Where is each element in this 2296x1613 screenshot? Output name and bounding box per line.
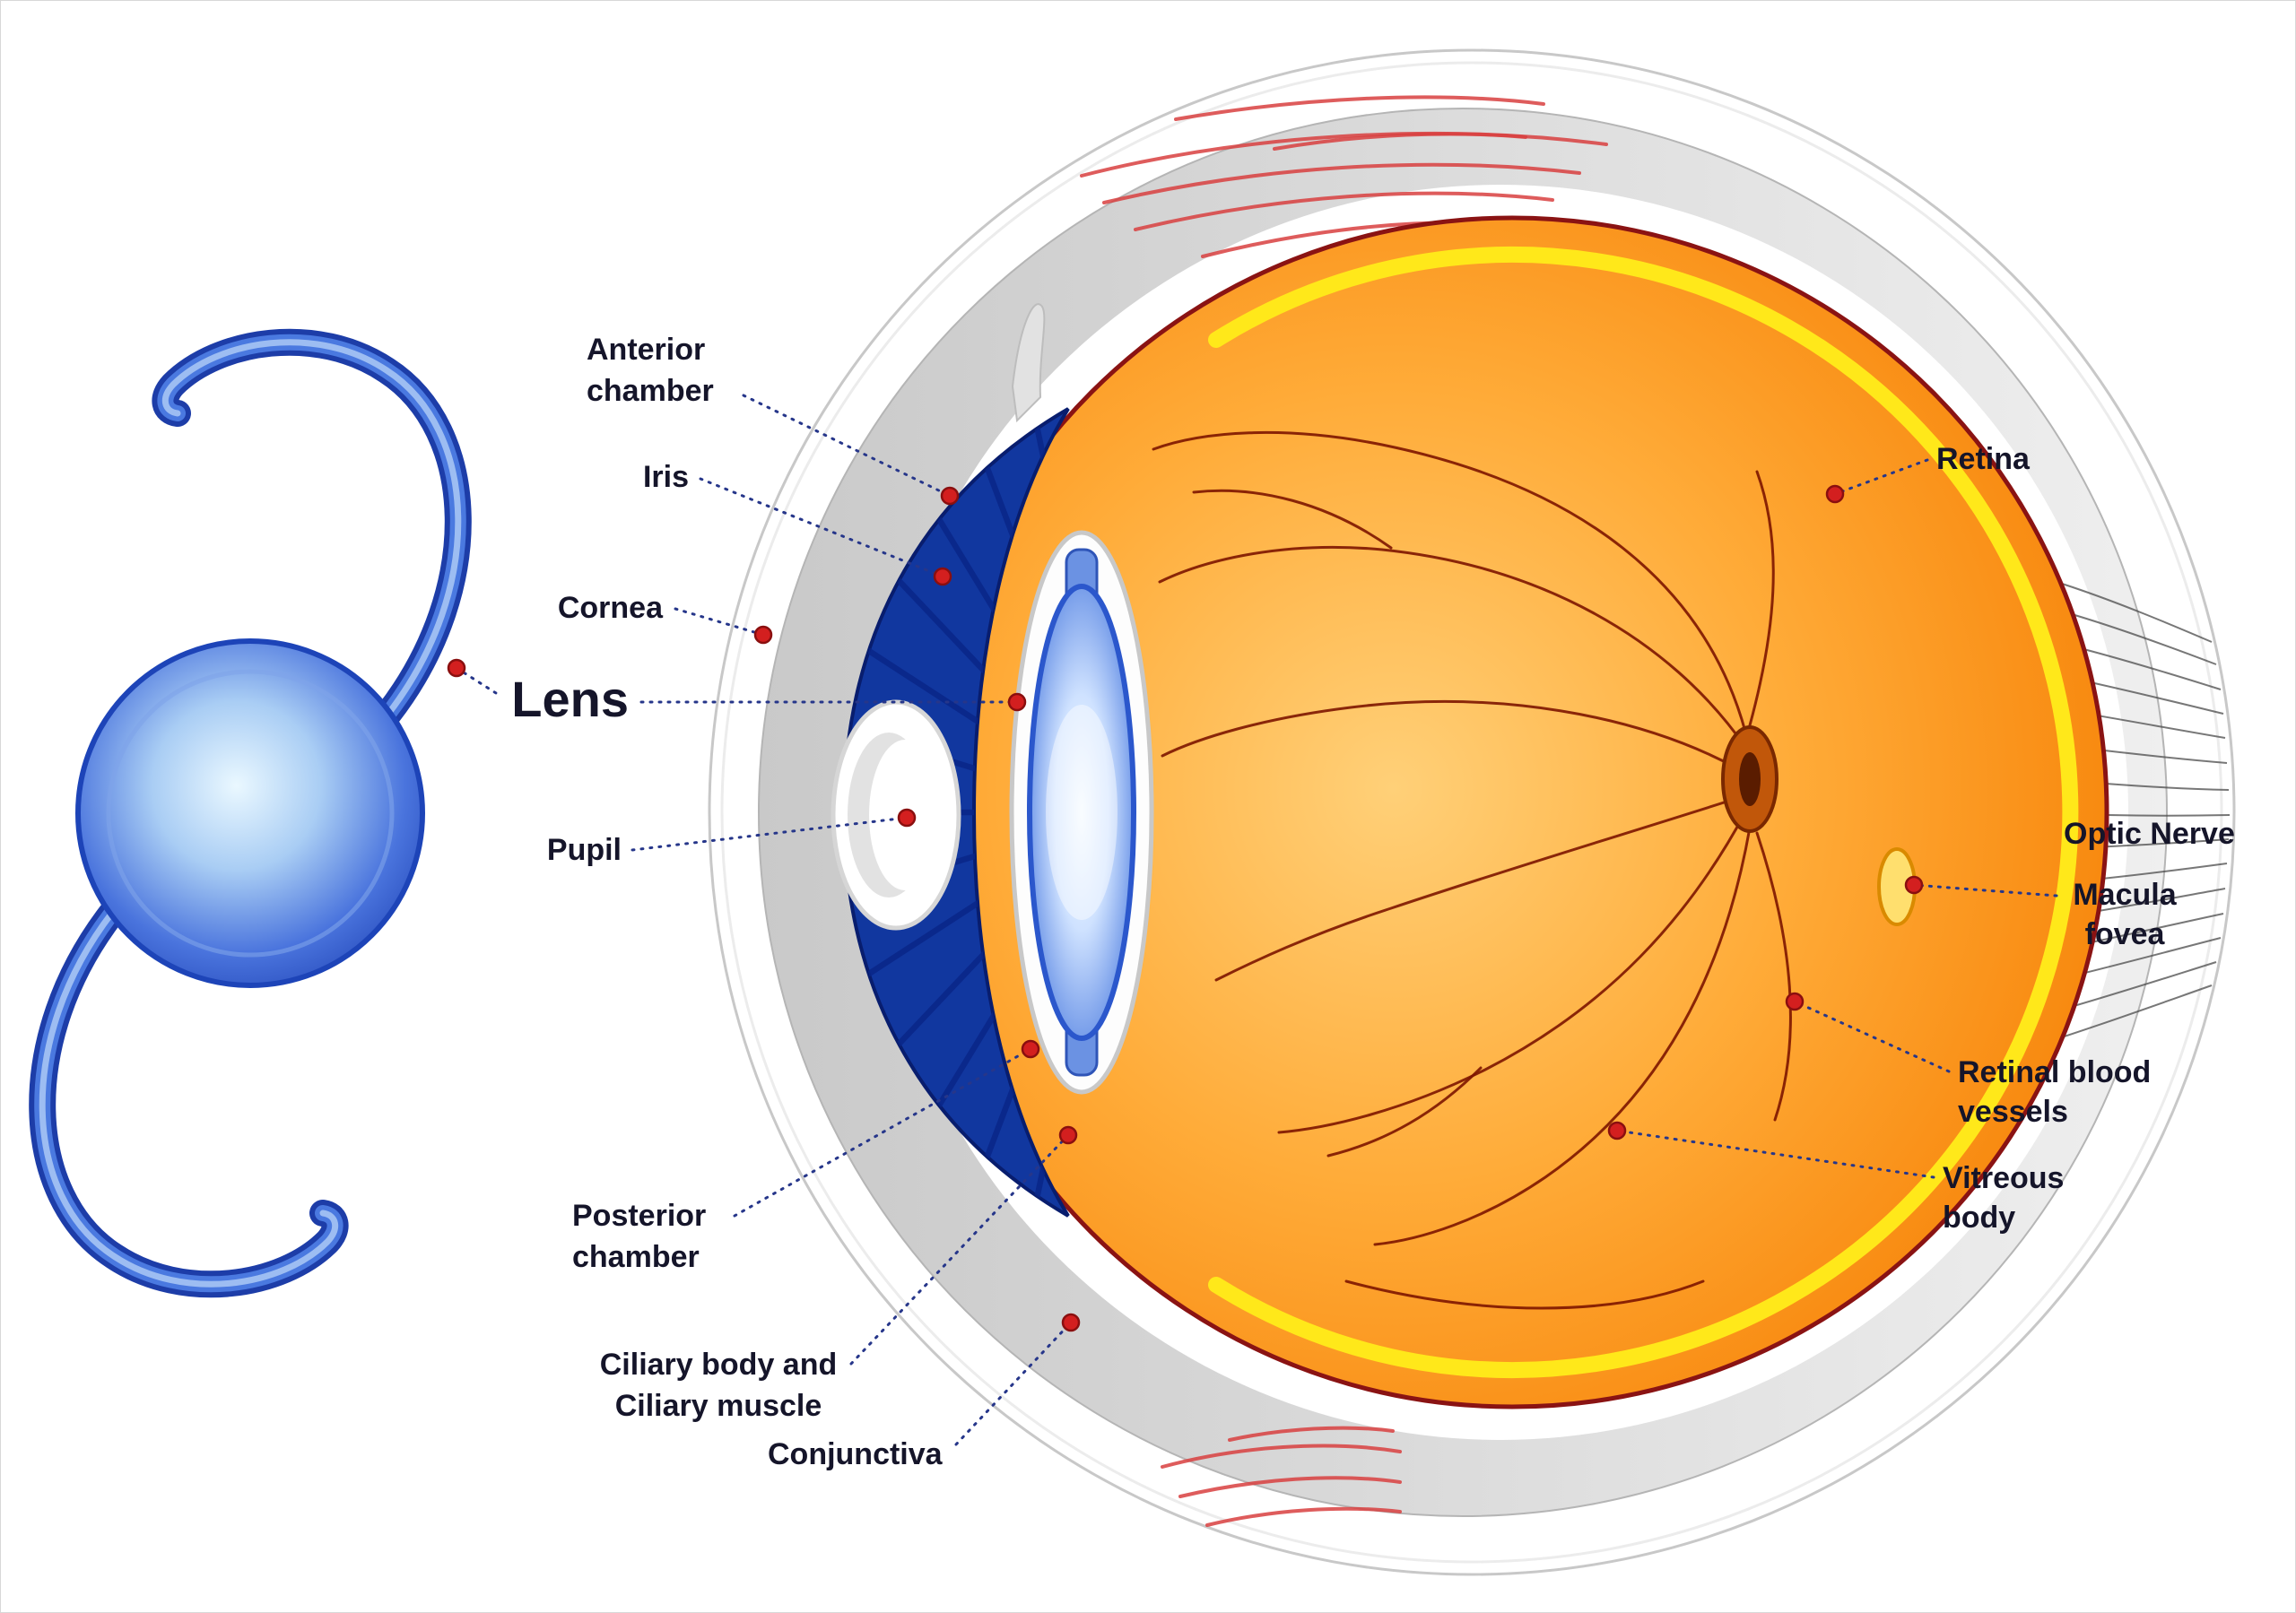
retinal-vessel-line — [1192, 489, 1393, 550]
episcleral-vessel-line — [1102, 162, 1581, 204]
marker-dot-conjunctiva — [1061, 1313, 1081, 1332]
marker-dots — [447, 484, 1924, 1332]
leader-posterior-chamber — [733, 1047, 1032, 1218]
marker-dot-macula-fovea — [1904, 875, 1924, 895]
label-retinal-blood-vessels-line2: vessels — [1958, 1095, 2068, 1129]
iol-haptic-top — [152, 328, 472, 727]
iol-optic-ring — [106, 669, 395, 958]
retinal-vessel-line — [1214, 795, 1743, 982]
marker-dot-posterior-chamber — [1021, 1039, 1040, 1059]
leader-vitreous-body — [1615, 1129, 1935, 1179]
retinal-vessel-line — [1152, 430, 1747, 733]
lens-highlight — [1046, 705, 1118, 920]
crystalline-lens — [1027, 584, 1136, 1041]
label-retina: Retina — [1936, 442, 2031, 476]
marker-dot-retina — [1825, 484, 1845, 504]
label-iris: Iris — [643, 460, 689, 494]
marker-dot-pupil — [897, 808, 917, 828]
label-vitreous-body-line2: body — [1943, 1201, 2015, 1235]
episcleral-vessel-line — [1273, 132, 1527, 151]
retina-layer — [1208, 247, 2079, 1378]
label-ciliary-body-line1: Ciliary body and — [600, 1348, 838, 1382]
retinal-vessel-line — [1748, 470, 1775, 727]
episcleral-vessel-line — [1134, 191, 1554, 231]
iol-implant — [29, 328, 472, 1298]
leader-iris — [699, 477, 944, 578]
optic-disc — [1721, 725, 1779, 833]
leader-anterior-chamber — [742, 394, 952, 498]
leader-lines — [455, 394, 2058, 1446]
iol-haptic-bottom-highlight — [39, 909, 339, 1288]
marker-dot-cornea — [753, 625, 773, 645]
label-vitreous-body-line1: Vitreous — [1943, 1161, 2064, 1195]
retinal-blood-vessels-group — [1152, 430, 1792, 1310]
episcleral-vessel-line — [1205, 1506, 1402, 1527]
retinal-vessel-line — [1373, 826, 1752, 1246]
label-posterior-chamber-line1: Posterior — [572, 1199, 706, 1233]
label-conjunctiva: Conjunctiva — [768, 1437, 944, 1471]
marker-dot-ciliary-body — [1058, 1125, 1078, 1145]
iol-optic — [75, 638, 425, 988]
retinal-vessel-line — [1161, 700, 1743, 772]
label-macula-fovea-line2: fovea — [2085, 917, 2166, 951]
retinal-vessel-line — [1344, 1279, 1705, 1310]
leader-ciliary-body — [849, 1133, 1070, 1366]
marker-dot-vitreous-body — [1607, 1121, 1627, 1140]
label-pupil: Pupil — [547, 833, 622, 867]
retinal-vessel-line — [1326, 1066, 1483, 1158]
episcleral-vessel-line — [1174, 95, 1545, 121]
marker-dot-iol — [447, 658, 466, 678]
label-cornea: Cornea — [558, 591, 664, 625]
retinal-vessel-line — [1277, 811, 1747, 1134]
leader-macula-fovea — [1912, 883, 2058, 898]
retinal-vessel-line — [1158, 545, 1747, 749]
marker-dot-anterior-chamber — [940, 486, 960, 506]
label-optic-nerve: Optic Nerve — [2064, 817, 2235, 851]
marker-dot-iris — [933, 567, 952, 586]
label-lens: Lens — [511, 671, 629, 727]
marker-dot-lens — [1007, 692, 1027, 712]
leader-conjunctiva — [954, 1321, 1073, 1446]
episcleral-vessel-line — [1178, 1476, 1402, 1498]
leader-pupil — [631, 816, 909, 852]
labels: Anterior chamber Iris Cornea Lens Pupil … — [511, 333, 2235, 1471]
optic-disc-center — [1739, 752, 1761, 806]
iol-haptic-top-highlight — [161, 339, 462, 717]
eyeball — [708, 48, 2236, 1576]
eyeball-inner-outline — [720, 61, 2223, 1564]
label-macula-fovea-line1: Macula — [2073, 878, 2177, 912]
label-posterior-chamber-line2: chamber — [572, 1240, 700, 1274]
scleral-spur — [1011, 303, 1046, 423]
pupil-shape — [831, 699, 961, 931]
leader-cornea — [674, 607, 765, 637]
episcleral-vessel-line — [1228, 1426, 1395, 1442]
label-ciliary-body-line2: Ciliary muscle — [615, 1389, 822, 1423]
episcleral-vessel-line — [1161, 1444, 1402, 1469]
episcleral-vessels-bottom — [1161, 1426, 1402, 1527]
leader-retina — [1833, 458, 1929, 496]
label-anterior-chamber-line1: Anterior — [587, 333, 705, 367]
label-anterior-chamber-line2: chamber — [587, 374, 714, 408]
label-retinal-blood-vessels-line1: Retinal blood — [1958, 1055, 2151, 1089]
episcleral-vessel-line — [1080, 131, 1608, 178]
marker-dot-retinal-blood-vessels — [1785, 992, 1805, 1011]
leader-retinal-blood-vessels — [1793, 1000, 1951, 1073]
iol-haptic-bottom — [29, 899, 349, 1298]
retinal-vessel-line — [1755, 831, 1792, 1122]
